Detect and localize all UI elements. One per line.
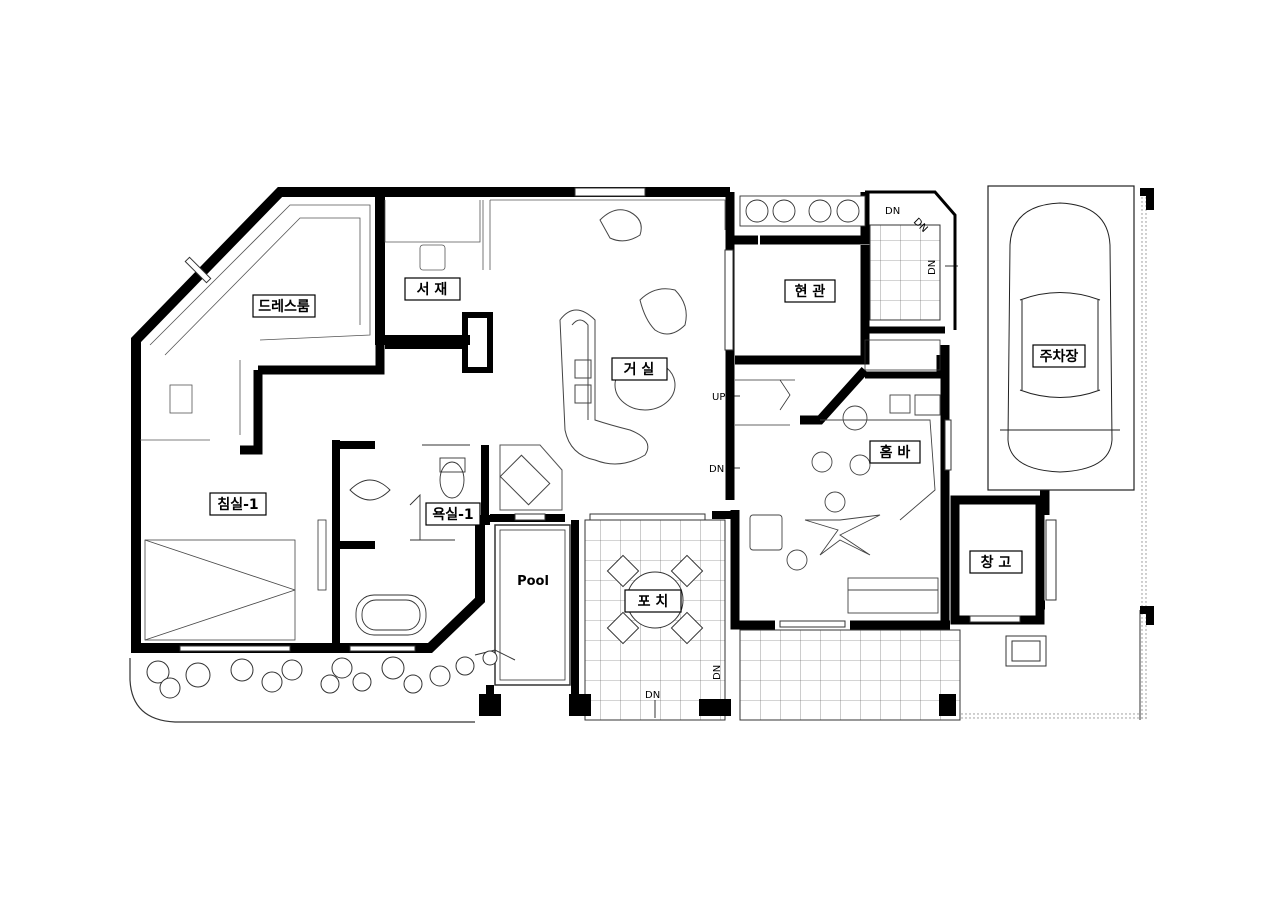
porch-label: 포 치: [638, 594, 669, 610]
label-study: 서 재: [404, 277, 461, 301]
dn-marker-bottom: DN: [712, 665, 723, 680]
windows: [179, 187, 1057, 652]
bedroom-bed[interactable]: [144, 519, 327, 641]
label-bedroom: 침실-1: [209, 492, 267, 516]
living-furniture[interactable]: [499, 209, 687, 511]
bath-fixtures: [349, 444, 470, 636]
garden-shrubs: [146, 656, 475, 699]
label-entrance: 현 관: [784, 279, 836, 303]
bathroom-label: 욕실-1: [432, 507, 473, 523]
study-label: 서 재: [417, 282, 448, 298]
dn-marker-porch: DN: [645, 690, 660, 701]
label-dressroom: 드레스룸: [252, 294, 316, 318]
dn-marker-entry-3: DN: [927, 260, 938, 275]
pool: [474, 524, 571, 686]
label-parking: 주차장: [1032, 344, 1086, 368]
parking-area: [987, 185, 1135, 491]
storage-label: 창 고: [981, 554, 1012, 571]
entrance-label: 현 관: [795, 283, 826, 300]
planters: [739, 195, 866, 227]
label-homebar: 홈 바: [869, 440, 921, 464]
dn-marker-stair: DN: [709, 464, 724, 475]
bedroom-label: 침실-1: [217, 497, 258, 513]
site-elements: [129, 185, 1148, 723]
pool-label: Pool: [517, 574, 549, 589]
label-living: 거 실: [611, 357, 668, 381]
dressroom-label: 드레스룸: [258, 299, 310, 315]
homebar-label: 홈 바: [880, 444, 911, 461]
label-porch: 포 치: [624, 589, 682, 613]
label-storage: 창 고: [969, 550, 1023, 574]
room-labels: 드레스룸 서 재 거 실 현 관 주차장 침실-1 욕실-1 홈 바: [209, 277, 1086, 613]
car-icon: [1000, 202, 1120, 473]
study-desk: [384, 199, 726, 271]
walls: [131, 187, 1154, 716]
up-marker: UP: [712, 392, 725, 403]
homebar-furniture[interactable]: [749, 394, 941, 614]
dn-marker-entry-1: DN: [885, 206, 900, 217]
stairs: [735, 339, 941, 426]
storage-sink-icon: [1005, 635, 1047, 667]
living-label: 거 실: [624, 362, 655, 378]
dressroom-shelves: [140, 204, 371, 441]
label-bathroom: 욕실-1: [425, 502, 481, 526]
parking-label: 주차장: [1040, 348, 1079, 365]
